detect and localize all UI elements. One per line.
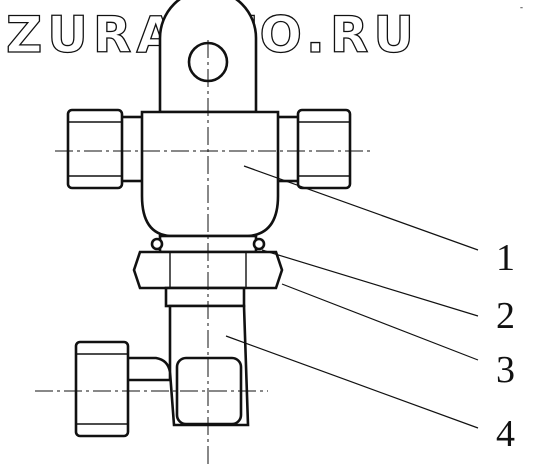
right-threaded-connector [274,108,352,190]
leader-lines [225,165,479,429]
callout-label-2: 2 [496,295,515,337]
valve-body [140,110,280,238]
callout-label-4: 4 [496,413,515,455]
angle-fitting [74,304,250,438]
left-threaded-connector [66,108,146,190]
corner-mark: - [520,2,523,12]
callout-label-3: 3 [496,349,515,391]
centre-lines [35,40,370,468]
callout-label-1: 1 [496,237,515,279]
